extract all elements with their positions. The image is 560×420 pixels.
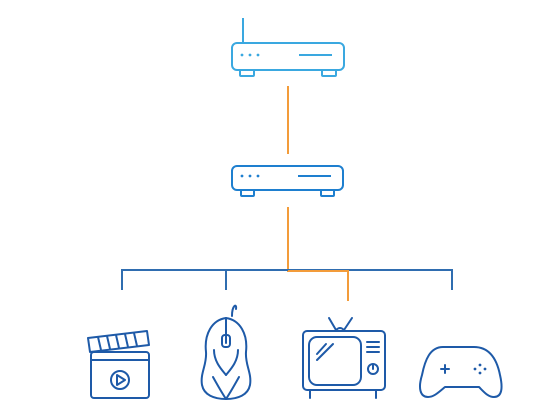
wifi-router-icon xyxy=(231,18,345,77)
gamepad-icon xyxy=(419,346,503,398)
connectors xyxy=(121,86,453,301)
gaming-mouse-icon xyxy=(200,304,252,400)
television-icon xyxy=(302,317,386,399)
modem-icon xyxy=(231,165,344,197)
media-player-icon xyxy=(87,330,150,399)
link-modem-tv xyxy=(288,270,349,301)
